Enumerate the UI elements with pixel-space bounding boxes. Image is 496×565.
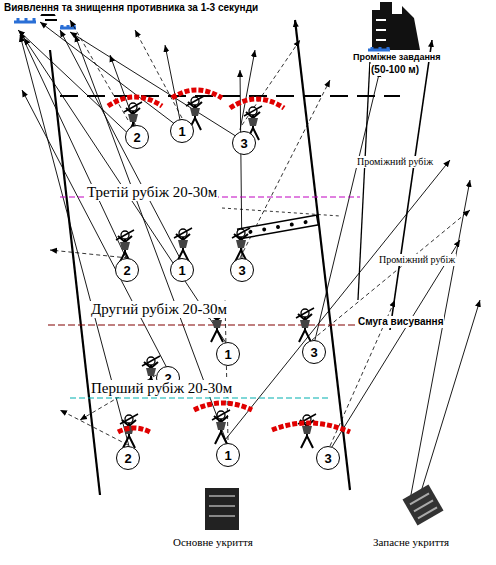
callout-number: 3: [324, 452, 331, 465]
line-label: Проміжний рубіж: [378, 254, 456, 266]
line-label: Третій рубіж 20-30м: [86, 184, 218, 201]
callout-circle: 2: [115, 258, 139, 282]
line-label: Смуга висування: [357, 316, 444, 328]
callout-circle: 1: [216, 342, 240, 366]
callout-number: 1: [178, 264, 185, 277]
callout-number: 1: [178, 125, 185, 138]
callout-circle: 3: [316, 446, 340, 470]
callout-circle: 1: [216, 443, 240, 467]
fire-lines: [18, 22, 480, 500]
shelter-label: Запасне укриття: [372, 536, 450, 549]
callout-number: 3: [310, 346, 317, 359]
heading-note: Виявлення та знищення противника за 1-3 …: [3, 2, 259, 14]
distance-label: (50-100 м): [370, 64, 420, 76]
callout-circle: 1: [170, 119, 194, 143]
callout-circle: 2: [116, 446, 140, 470]
shelter-label: Основне укриття: [172, 536, 254, 549]
callout-circle: 3: [232, 131, 256, 155]
boundary-lines: [50, 20, 432, 495]
line-label: Проміжний рубіж: [356, 156, 434, 168]
callout-number: 2: [133, 131, 140, 144]
callout-number: 2: [123, 264, 130, 277]
first-line: [70, 397, 330, 398]
callout-number: 1: [224, 348, 231, 361]
callout-circle: 2: [125, 125, 149, 149]
line-label: Другий рубіж 20-30м: [90, 301, 228, 318]
callout-number: 2: [124, 452, 131, 465]
shelters: [205, 485, 443, 530]
callout-number: 3: [240, 137, 247, 150]
task-label: Проміжне завдання: [352, 52, 442, 62]
callout-circle: 3: [230, 258, 254, 282]
line-label: Перший рубіж 20-30м: [90, 380, 233, 397]
intermediate-line: [60, 95, 400, 97]
callout-circle: 1: [170, 258, 194, 282]
callout-circle: 3: [302, 340, 326, 364]
building: [368, 2, 420, 50]
callout-number: 3: [238, 264, 245, 277]
callout-number: 1: [224, 449, 231, 462]
dashed-lines: [50, 20, 470, 446]
